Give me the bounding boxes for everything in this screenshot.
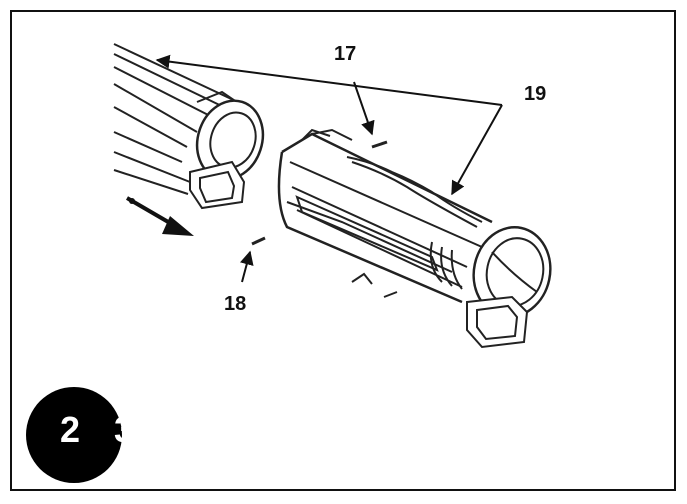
callout-19: 19 [524,83,547,105]
step-number-text: 2 3 [60,409,147,450]
screw-18 [251,236,266,246]
diagram-frame: 17 19 18 2 3 [10,10,676,491]
callout-17: 17 [334,43,357,65]
leader-lines [155,54,503,283]
callout-18: 18 [224,293,247,315]
exploded-assembly-drawing [113,43,552,349]
screw-17 [371,140,388,149]
left-tube-section [113,43,265,210]
step-number-badge: 2 3 [26,387,134,483]
right-tube-section [277,128,552,349]
direction-arrow [125,196,194,236]
